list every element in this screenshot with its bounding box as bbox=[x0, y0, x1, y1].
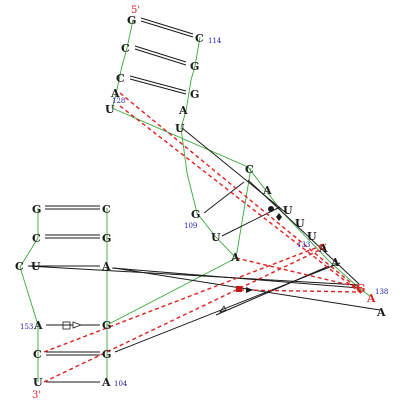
nucleotide: G bbox=[127, 14, 136, 27]
nucleotide: A bbox=[262, 184, 272, 197]
filled-triangle-symbol bbox=[246, 287, 253, 293]
nucleotide: G bbox=[191, 208, 200, 221]
nucleotide: U bbox=[175, 122, 185, 135]
nucleotide: A bbox=[178, 104, 188, 117]
nucleotide: G bbox=[32, 203, 41, 216]
nucleotide: U bbox=[211, 231, 221, 244]
nucleotide: C bbox=[245, 163, 254, 176]
three-prime-end-label: 3' bbox=[32, 390, 41, 401]
nucleotide: U bbox=[33, 376, 43, 389]
nucleotide: A bbox=[33, 319, 43, 332]
nucleotide: C bbox=[116, 72, 125, 85]
nucleotide: A bbox=[376, 306, 386, 319]
nucleotide: U bbox=[295, 217, 305, 230]
nucleotide: C bbox=[33, 348, 42, 361]
pair-lines bbox=[27, 17, 381, 383]
nucleotide: U bbox=[105, 103, 115, 116]
nucleotide: G bbox=[190, 88, 199, 101]
position-number: 138 bbox=[375, 288, 388, 296]
five-prime-end-label: 5' bbox=[131, 5, 140, 16]
nucleotide-labels: G C C G C G A U A U C A U G U U U A A A … bbox=[15, 14, 386, 389]
nucleotide: A bbox=[230, 251, 240, 264]
nucleotide: A bbox=[110, 87, 120, 100]
backbone-lines bbox=[19, 19, 371, 382]
position-number: 128 bbox=[112, 97, 125, 105]
nucleotide: C bbox=[15, 260, 24, 273]
position-number: 114 bbox=[208, 37, 222, 45]
filled-diamond-symbol bbox=[276, 213, 282, 221]
nucleotide: A bbox=[318, 242, 328, 255]
red-square-symbol bbox=[236, 286, 242, 292]
filled-circle-symbol bbox=[268, 206, 274, 212]
nucleotide: G bbox=[102, 232, 111, 245]
nucleotide: U bbox=[283, 204, 293, 217]
position-numbers: 114 128 109 133 138 153 104 bbox=[20, 37, 388, 388]
position-number: 153 bbox=[20, 323, 33, 331]
nucleotide: G bbox=[356, 282, 365, 295]
open-triangle-right-symbol bbox=[72, 321, 83, 329]
position-number: 104 bbox=[114, 380, 128, 388]
open-triangle-symbol bbox=[219, 305, 227, 313]
interaction-symbols bbox=[51, 206, 326, 330]
nucleotide: G bbox=[102, 319, 111, 332]
nucleotide: C bbox=[32, 232, 41, 245]
nucleotide: A bbox=[330, 256, 340, 269]
tertiary-dashed-lines bbox=[43, 92, 363, 383]
position-number: 109 bbox=[184, 222, 197, 230]
nucleotide: A bbox=[366, 292, 376, 305]
nucleotide: G bbox=[190, 60, 199, 73]
nucleotide: A bbox=[101, 376, 111, 389]
nucleotide: A bbox=[101, 260, 111, 273]
open-circle-symbol bbox=[318, 243, 326, 251]
nucleotide: U bbox=[31, 260, 41, 273]
nucleotide: C bbox=[121, 42, 130, 55]
position-number: 133 bbox=[297, 241, 310, 249]
nucleotide: U bbox=[307, 230, 317, 243]
nucleotide: C bbox=[102, 203, 111, 216]
nucleotide: G bbox=[102, 348, 111, 361]
nucleotide: C bbox=[195, 32, 204, 45]
